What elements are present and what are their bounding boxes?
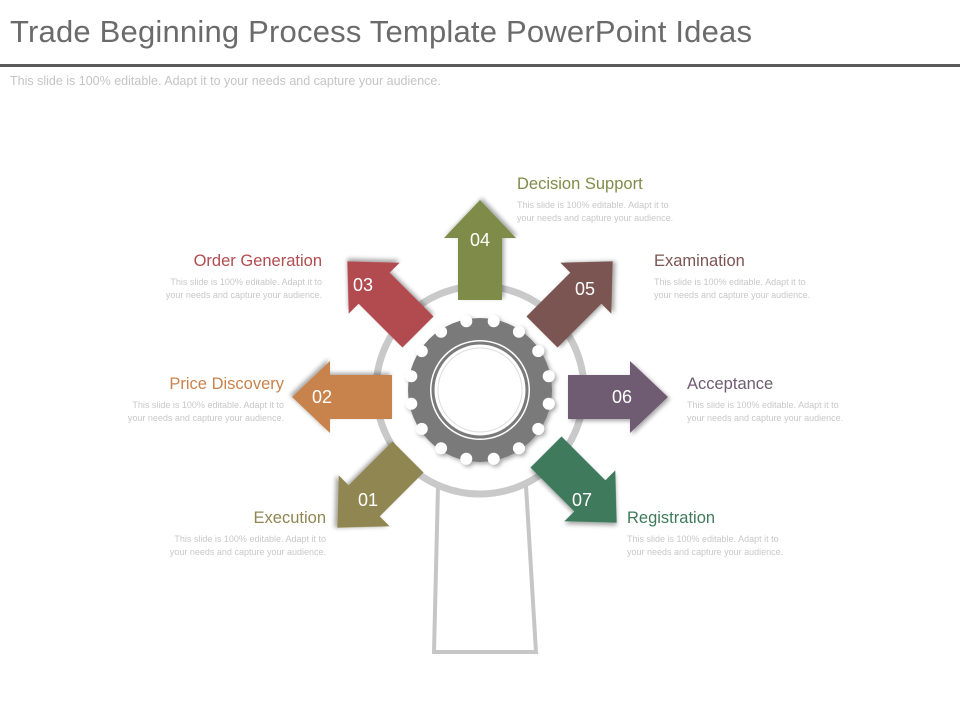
step-01-description: This slide is 100% editable. Adapt it to…: [169, 534, 326, 557]
gear-notch: [460, 452, 473, 465]
gear-notch: [415, 345, 428, 358]
gear-notch: [512, 325, 525, 338]
title-divider: [0, 64, 960, 67]
gear-notch: [415, 422, 428, 435]
gear-notch: [435, 325, 448, 338]
step-07-heading: Registration: [627, 509, 716, 527]
gear-notch: [532, 422, 545, 435]
step-06-heading: Acceptance: [687, 375, 774, 393]
gear-notch: [487, 452, 500, 465]
gear-icon: [405, 315, 555, 465]
slide-subtitle: This slide is 100% editable. Adapt it to…: [10, 74, 441, 88]
gear-notch: [405, 397, 418, 410]
step-02-number: 02: [312, 387, 332, 407]
step-03-label: Order Generation This slide is 100% edit…: [62, 252, 322, 302]
stem-outline: [431, 485, 539, 654]
step-03-description: This slide is 100% editable. Adapt it to…: [165, 277, 322, 300]
gear-notch: [435, 442, 448, 455]
step-06-label: Acceptance This slide is 100% editable. …: [687, 375, 947, 425]
step-07-label: Registration This slide is 100% editable…: [627, 509, 887, 559]
step-07-number: 07: [572, 490, 592, 510]
step-04-arrow: [444, 200, 516, 300]
step-03-arrow: [347, 261, 434, 348]
step-03-heading: Order Generation: [193, 252, 322, 270]
slide-title: Trade Beginning Process Template PowerPo…: [10, 14, 753, 49]
step-05-heading: Examination: [654, 252, 745, 270]
step-07-description: This slide is 100% editable. Adapt it to…: [627, 534, 784, 557]
step-05-number: 05: [575, 279, 595, 299]
gear-notch: [405, 370, 418, 383]
gear-notch: [542, 370, 555, 383]
step-02-label: Price Discovery This slide is 100% edita…: [24, 375, 284, 425]
gear-notch: [542, 397, 555, 410]
step-01-label: Execution This slide is 100% editable. A…: [66, 509, 326, 559]
step-02-heading: Price Discovery: [169, 375, 284, 393]
step-04-label: Decision Support This slide is 100% edit…: [517, 175, 777, 225]
step-05-arrow: [526, 261, 613, 348]
step-01-heading: Execution: [253, 509, 326, 527]
step-05-description: This slide is 100% editable. Adapt it to…: [654, 277, 811, 300]
step-02-description: This slide is 100% editable. Adapt it to…: [127, 400, 284, 423]
step-04-heading: Decision Support: [517, 175, 643, 193]
gear-notch: [512, 442, 525, 455]
gear-notch: [532, 345, 545, 358]
step-05-label: Examination This slide is 100% editable.…: [654, 252, 914, 302]
gear-notch: [460, 315, 473, 328]
step-06-arrow: [568, 361, 668, 433]
step-03-number: 03: [353, 275, 373, 295]
step-06-number: 06: [612, 387, 632, 407]
step-01-arrow: [337, 441, 424, 528]
gear-notch: [487, 315, 500, 328]
step-06-description: This slide is 100% editable. Adapt it to…: [687, 400, 844, 423]
step-04-description: This slide is 100% editable. Adapt it to…: [517, 200, 674, 223]
step-01-number: 01: [358, 490, 378, 510]
step-02-arrow: [292, 361, 392, 433]
step-07-arrow: [530, 436, 617, 523]
step-04-number: 04: [470, 230, 490, 250]
